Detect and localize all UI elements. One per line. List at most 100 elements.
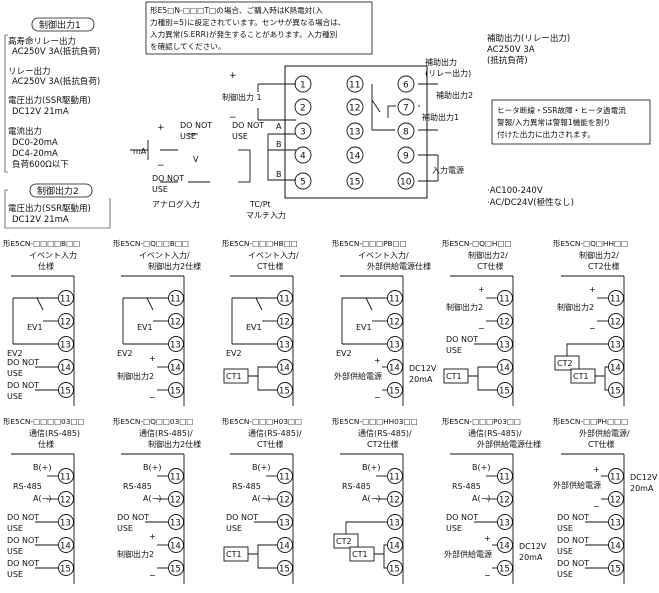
- row2-title-b-2: 制御出力2仕様: [148, 439, 201, 449]
- row1-p4-tlabel-13: 13: [389, 341, 400, 351]
- row2-p1-tlabel-13: 13: [60, 519, 71, 529]
- heater-note-1: ヒータ断線・SSR故障・ヒータ過電流: [497, 105, 626, 115]
- ev1-label: EV1: [356, 323, 372, 332]
- ext-20ma: 20mA: [630, 484, 654, 493]
- row1-title-a-4: イベント入力/: [358, 250, 409, 260]
- use-label-a: USE: [446, 524, 462, 533]
- note-line-1: 形E5□N-□□□T□の場合、ご購入時はK熱電対(入: [150, 5, 323, 15]
- terminal-6: [397, 75, 415, 93]
- row1-p5-terminal-12: [497, 313, 513, 329]
- control1-bracket: [4, 34, 8, 173]
- row2-title-a-6: 外部供給電源/: [579, 428, 630, 438]
- ct1-label: CT1: [446, 372, 462, 381]
- ev2-label: EV2: [226, 349, 242, 358]
- ct1-label: CT1: [226, 550, 242, 559]
- row2-p6-terminal-14: [608, 537, 624, 553]
- use-label-b: USE: [7, 392, 23, 401]
- row1-p1-tlabel-11: 11: [60, 295, 71, 305]
- terminal-block: [284, 65, 428, 199]
- row1-p4-tlabel-12: 12: [389, 318, 400, 328]
- use-label-a: USE: [557, 524, 573, 533]
- row1-p1-tlabel-12: 12: [60, 318, 71, 328]
- main-analog: アナログ入力: [152, 199, 200, 209]
- row2-p5-tlabel-11: 11: [499, 473, 510, 483]
- ct1-label: CT1: [352, 550, 368, 559]
- row1-p6-tlabel-15: 15: [610, 387, 621, 397]
- ev2-label: EV2: [7, 349, 23, 358]
- row2-p2-terminal-14: [168, 537, 184, 553]
- do-not-label-c: DO NOT: [557, 559, 589, 568]
- row2-p6-terminal-13: [608, 514, 624, 530]
- row2-p5-tlabel-15: 15: [499, 565, 510, 575]
- row2-p2-tlabel-13: 13: [170, 519, 181, 529]
- row1-p3-terminal-14: [277, 359, 293, 375]
- heater-note-3: 付けた出力に出力されます。: [497, 129, 595, 139]
- do-not-label-a: DO NOT: [226, 513, 258, 522]
- row2-p2-tlabel-11: 11: [170, 473, 181, 483]
- option-panels: 形E5CN-□□□□B□□イベント入力仕様1112131415EV1EV2DO …: [3, 239, 658, 584]
- row1-p6-terminal-14: [608, 359, 624, 375]
- ctrl2-plus: +: [149, 354, 156, 363]
- row1-panel-4: 形E5CN-□□□PB□□イベント入力/外部供給電源仕様1112131415EV…: [332, 239, 437, 406]
- ext-plus: +: [374, 356, 381, 365]
- row1-title-b-4: 外部供給電源仕様: [367, 261, 431, 271]
- use-label-c: USE: [7, 570, 23, 579]
- ctrl2-label: 制御出力2: [557, 302, 594, 312]
- row1-p2-terminal-14: [168, 359, 184, 375]
- row1-title-a-3: イベント入力/: [248, 250, 299, 260]
- row2-p1-terminal-12: [58, 491, 74, 507]
- terminal-label-3: 3: [300, 128, 306, 138]
- row2-p3-terminal-12: [277, 491, 293, 507]
- aux-output-1: 補助出力1: [422, 112, 459, 122]
- ac-range-1: ·AC100-240V: [487, 186, 543, 196]
- terminal-label-4: 4: [300, 152, 306, 162]
- control1-line-8: DC0-20mA: [12, 138, 58, 148]
- row2-p6-terminal-15: [608, 560, 624, 576]
- ext-plus: +: [593, 465, 600, 474]
- rs485-bplus: B(+): [472, 463, 490, 472]
- row1-p2-terminal-13: [168, 336, 184, 352]
- terminal-10: [397, 172, 415, 190]
- row2-title-a-5: 通信(RS-485)/: [468, 428, 522, 438]
- ctrl2-minus: −: [149, 571, 156, 580]
- row1-p5-tlabel-12: 12: [499, 318, 510, 328]
- row2-p5-terminal-12: [497, 491, 513, 507]
- main-plus-1: +: [229, 71, 237, 81]
- control1-header: 制御出力1: [39, 19, 81, 31]
- ext-dc12v: DC12V: [630, 473, 658, 482]
- control1-line-4: AC250V 3A(抵抗負荷): [12, 76, 100, 87]
- sensor-note: 形E5□N-□□□T□の場合、ご購入時はK熱電対(入 力種別=5)に設定されてい…: [145, 1, 373, 55]
- rs485-label: RS-485: [342, 482, 371, 491]
- row2-model-5: 形E5CN-□□□P03□□: [442, 417, 521, 426]
- ac-range-2: ·AC/DC24V(極性なし): [487, 197, 574, 208]
- terminal-label-10: 10: [400, 178, 412, 188]
- row2-p6-tlabel-12: 12: [610, 496, 621, 506]
- row1-panel-1: 形E5CN-□□□□B□□イベント入力仕様1112131415EV1EV2DO …: [3, 239, 80, 406]
- main-v: V: [193, 155, 199, 164]
- ext-dc12v: DC12V: [409, 364, 437, 373]
- main-ma: mA: [133, 147, 147, 156]
- row2-p3-tlabel-13: 13: [279, 519, 290, 529]
- row2-p2-terminal-15: [168, 560, 184, 576]
- row2-title-b-5: 外部供給電源仕様: [477, 439, 541, 449]
- use-label-a: USE: [7, 524, 23, 533]
- ext-minus: −: [484, 571, 491, 580]
- row2-p2-tlabel-15: 15: [170, 565, 181, 575]
- control2-line-1: 電圧出力(SSR駆動用): [8, 203, 91, 214]
- heater-alarm-note: ヒータ断線・SSR故障・ヒータ過電流 警報/入力異常は警報1機能を割り 付けた出…: [491, 99, 651, 145]
- row1-p1-tlabel-14: 14: [60, 364, 71, 374]
- main-b2: B: [276, 170, 282, 179]
- row2-p2-terminal-13: [168, 514, 184, 530]
- main-minus-2: −: [157, 161, 165, 171]
- row2-p2-tlabel-12: 12: [170, 496, 181, 506]
- row1-panel-2: 形E5CN-□Q□□B□□イベント入力/制御出力2仕様1112131415EV1…: [113, 239, 201, 406]
- terminal-7: [397, 98, 415, 116]
- row2-p3-terminal-15: [277, 560, 293, 576]
- ctrl2-minus: −: [589, 324, 596, 333]
- main-left-wiring: [130, 83, 296, 183]
- rs485-label: RS-485: [123, 482, 152, 491]
- main-donotuse-1a: DO NOT: [180, 121, 212, 130]
- ctrl2-minus: −: [478, 324, 485, 333]
- row2-p6-tlabel-13: 13: [610, 519, 621, 529]
- main-plus-2: +: [157, 123, 165, 133]
